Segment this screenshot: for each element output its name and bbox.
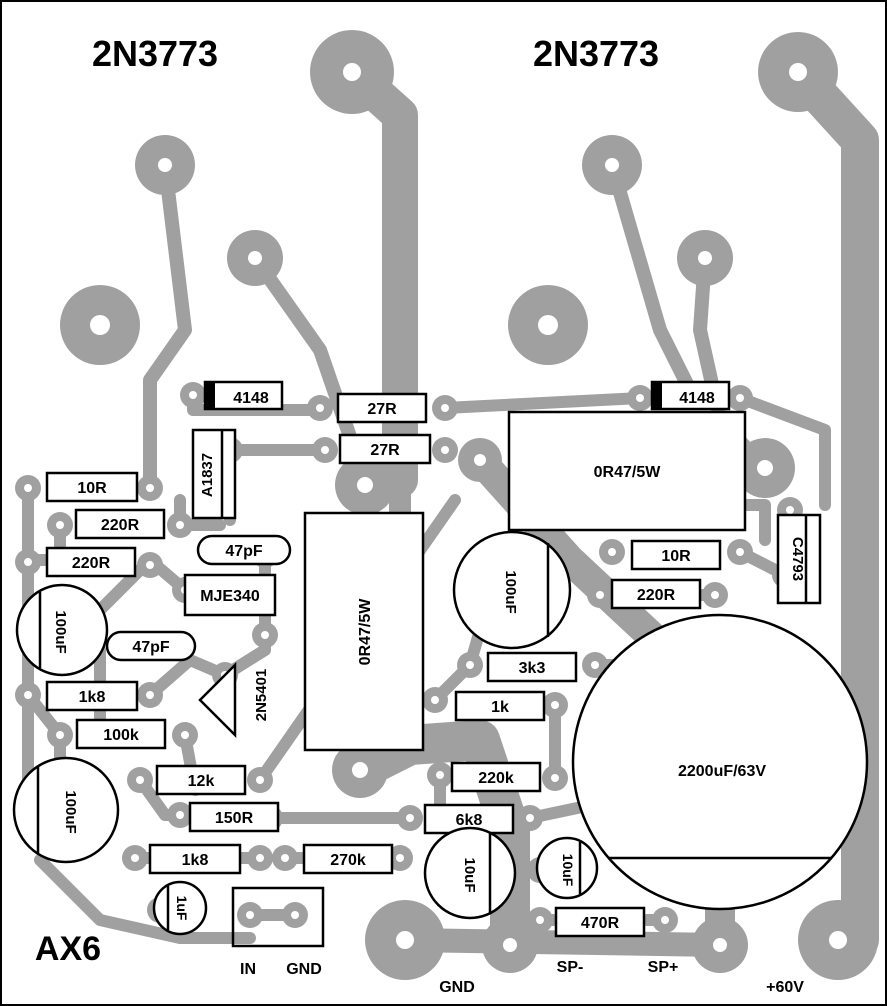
drill-hole [24, 691, 32, 699]
connector-in-label: IN [240, 961, 256, 978]
r220k-label: 220k [478, 770, 514, 787]
r3k3-label: 3k3 [519, 660, 546, 677]
drill-hole [441, 404, 449, 412]
drill-hole [396, 854, 404, 862]
drill-hole [24, 484, 32, 492]
drill-hole [596, 591, 604, 599]
drill-hole [189, 391, 197, 399]
c100u-mid-label: 100uF [502, 570, 519, 613]
r100k-label: 100k [103, 727, 139, 744]
component-labels: 2N3773 2N3773 4148 4148 27R 27R 0R47/5W … [35, 33, 806, 996]
c4793-label: C4793 [789, 537, 806, 581]
r220-b-label: 220R [72, 555, 111, 572]
n5401-label: 2N5401 [253, 669, 270, 722]
connector-sp-minus-label: SP- [557, 959, 584, 976]
drill-hole [316, 404, 324, 412]
drill-hole [536, 916, 544, 924]
drill-hole [431, 696, 439, 704]
r220-right-label: 220R [637, 587, 676, 604]
drill-hole [321, 446, 329, 454]
drill-hole [786, 506, 794, 514]
a1837-label: A1837 [199, 453, 216, 497]
drill-hole [181, 731, 189, 739]
drill-hole [441, 446, 449, 454]
c100u-left-label: 100uF [52, 610, 69, 653]
drill-hole [736, 394, 744, 402]
r0r47-left-label: 0R47/5W [357, 598, 374, 666]
r220-a-label: 220R [101, 517, 140, 534]
r1k8-a-label: 1k8 [79, 689, 106, 706]
drill-hole [146, 691, 154, 699]
r27-a-label: 27R [367, 401, 397, 418]
r27-b-label: 27R [370, 442, 400, 459]
r1k8-b-label: 1k8 [182, 852, 209, 869]
drill-hole [591, 661, 599, 669]
transistor-left-label: 2N3773 [92, 33, 218, 74]
component-outlines [12, 380, 869, 948]
drill-hole [146, 484, 154, 492]
r12k-label: 12k [188, 773, 215, 790]
connector-sp-plus-label: SP+ [648, 959, 679, 976]
drill-hole [256, 854, 264, 862]
r10-left-label: 10R [77, 480, 107, 497]
c47p-a-label: 47pF [225, 543, 263, 560]
drill-hole [281, 854, 289, 862]
c2200-label: 2200uF/63V [678, 763, 766, 780]
drill-hole [636, 394, 644, 402]
c47p-b-label: 47pF [132, 639, 170, 656]
drill-hole [736, 548, 744, 556]
drill-hole [56, 521, 64, 529]
drill-hole [661, 916, 669, 924]
board-name: AX6 [35, 930, 101, 968]
drill-hole [176, 811, 184, 819]
r270k-label: 270k [330, 852, 366, 869]
r10-right-label: 10R [661, 548, 691, 565]
drill-hole [711, 591, 719, 599]
r150-label: 150R [215, 810, 254, 827]
c1u-label: 1uF [174, 896, 190, 921]
drill-hole [176, 521, 184, 529]
drill-hole [406, 814, 414, 822]
diode-right-label: 4148 [679, 390, 715, 407]
drill-hole [261, 631, 269, 639]
r470-label: 470R [581, 915, 620, 932]
drill-hole [608, 548, 616, 556]
drill-hole [246, 911, 254, 919]
connector-gnd-input-label: GND [286, 961, 322, 978]
drill-hole [291, 911, 299, 919]
diode-left-label: 4148 [233, 390, 269, 407]
drill-hole [131, 854, 139, 862]
drill-hole [56, 731, 64, 739]
connector-gnd-main-label: GND [439, 979, 475, 996]
c10u-b-label: 10uF [560, 854, 576, 887]
c10u-a-label: 10uF [461, 857, 478, 892]
drill-hole [436, 771, 444, 779]
c100u-bottom-label: 100uF [62, 790, 79, 833]
drill-hole [466, 661, 474, 669]
r0r47-right-label: 0R47/5W [594, 464, 662, 481]
drill-hole [551, 701, 559, 709]
drill-hole [146, 561, 154, 569]
transistor-right-label: 2N3773 [533, 33, 659, 74]
drill-hole [256, 776, 264, 784]
r6k8-label: 6k8 [456, 812, 483, 829]
r1k-label: 1k [491, 699, 509, 716]
drill-hole [526, 814, 534, 822]
drill-hole [136, 776, 144, 784]
drill-hole [551, 774, 559, 782]
connector-60v-label: +60V [766, 979, 804, 996]
mje340-label: MJE340 [200, 588, 260, 605]
drill-hole [24, 558, 32, 566]
